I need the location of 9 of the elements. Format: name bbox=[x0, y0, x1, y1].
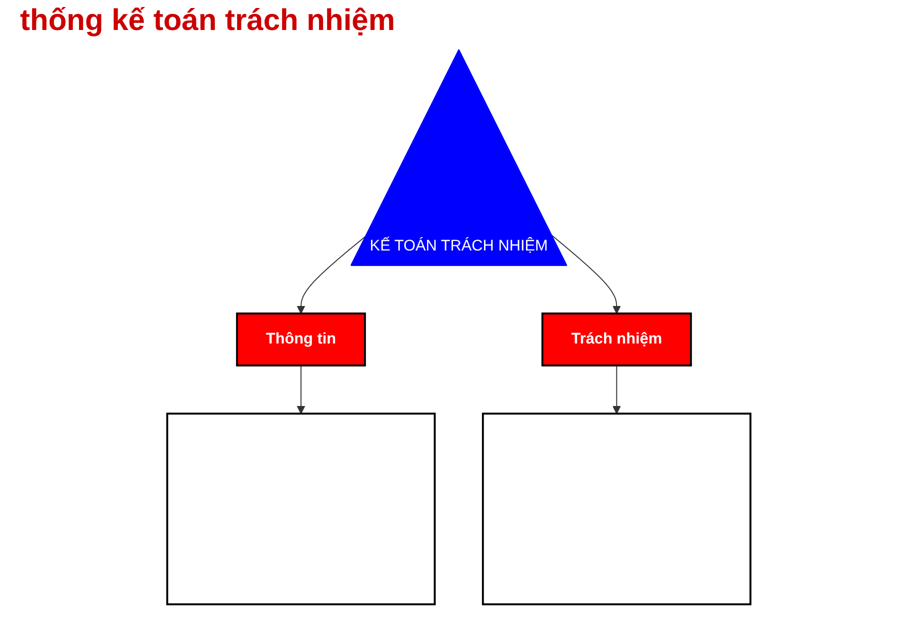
arrow bbox=[296, 234, 367, 314]
node-box: Thông tin bbox=[236, 312, 366, 366]
arrow bbox=[612, 365, 621, 414]
arrow bbox=[296, 365, 305, 414]
diagram-title: thống kế toán trách nhiệm bbox=[20, 4, 396, 38]
node-box bbox=[166, 412, 436, 606]
arrow bbox=[551, 234, 621, 314]
node-box: Trách nhiệm bbox=[541, 312, 692, 366]
node-box bbox=[482, 412, 752, 606]
